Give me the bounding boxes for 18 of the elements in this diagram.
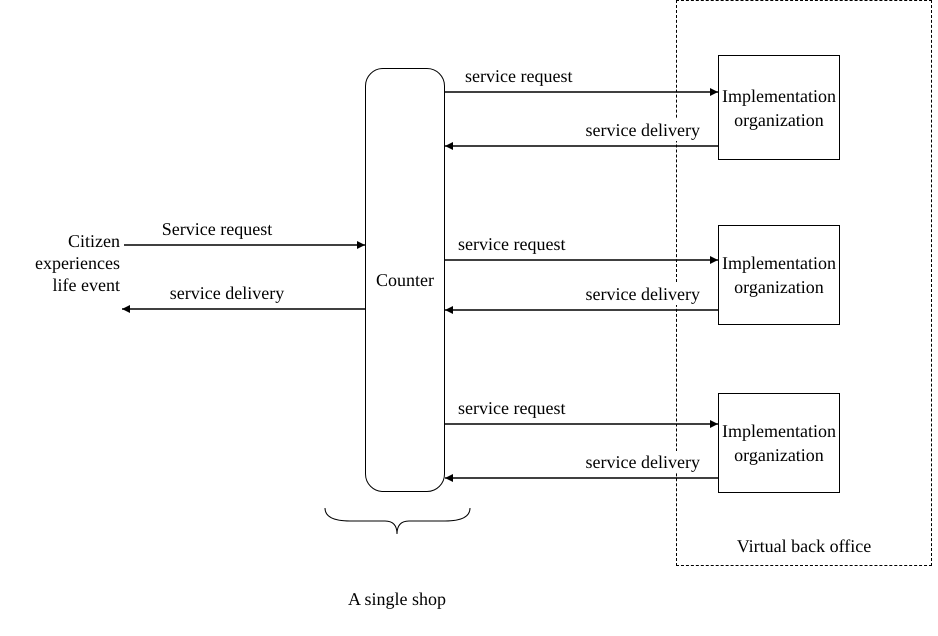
arrow (445, 88, 718, 96)
counter-box: Counter (365, 68, 445, 492)
edge-label: service delivery (584, 451, 702, 473)
region-title: Virtual back office (736, 534, 872, 557)
edge-label: service delivery (584, 283, 702, 305)
actor-text: Citizen experiences life event (14, 230, 120, 296)
arrow (445, 306, 718, 314)
arrow (445, 420, 718, 428)
arrow (445, 474, 718, 482)
arrow (445, 142, 718, 150)
organization-box: Implementation organization (718, 225, 840, 325)
arrow (122, 305, 365, 313)
arrow (124, 241, 365, 249)
organization-box: Implementation organization (718, 55, 840, 160)
group-label: A single shop (348, 588, 446, 610)
edge-label: service delivery (584, 119, 702, 141)
organization-box: Implementation organization (718, 393, 840, 493)
arrow (445, 256, 718, 264)
